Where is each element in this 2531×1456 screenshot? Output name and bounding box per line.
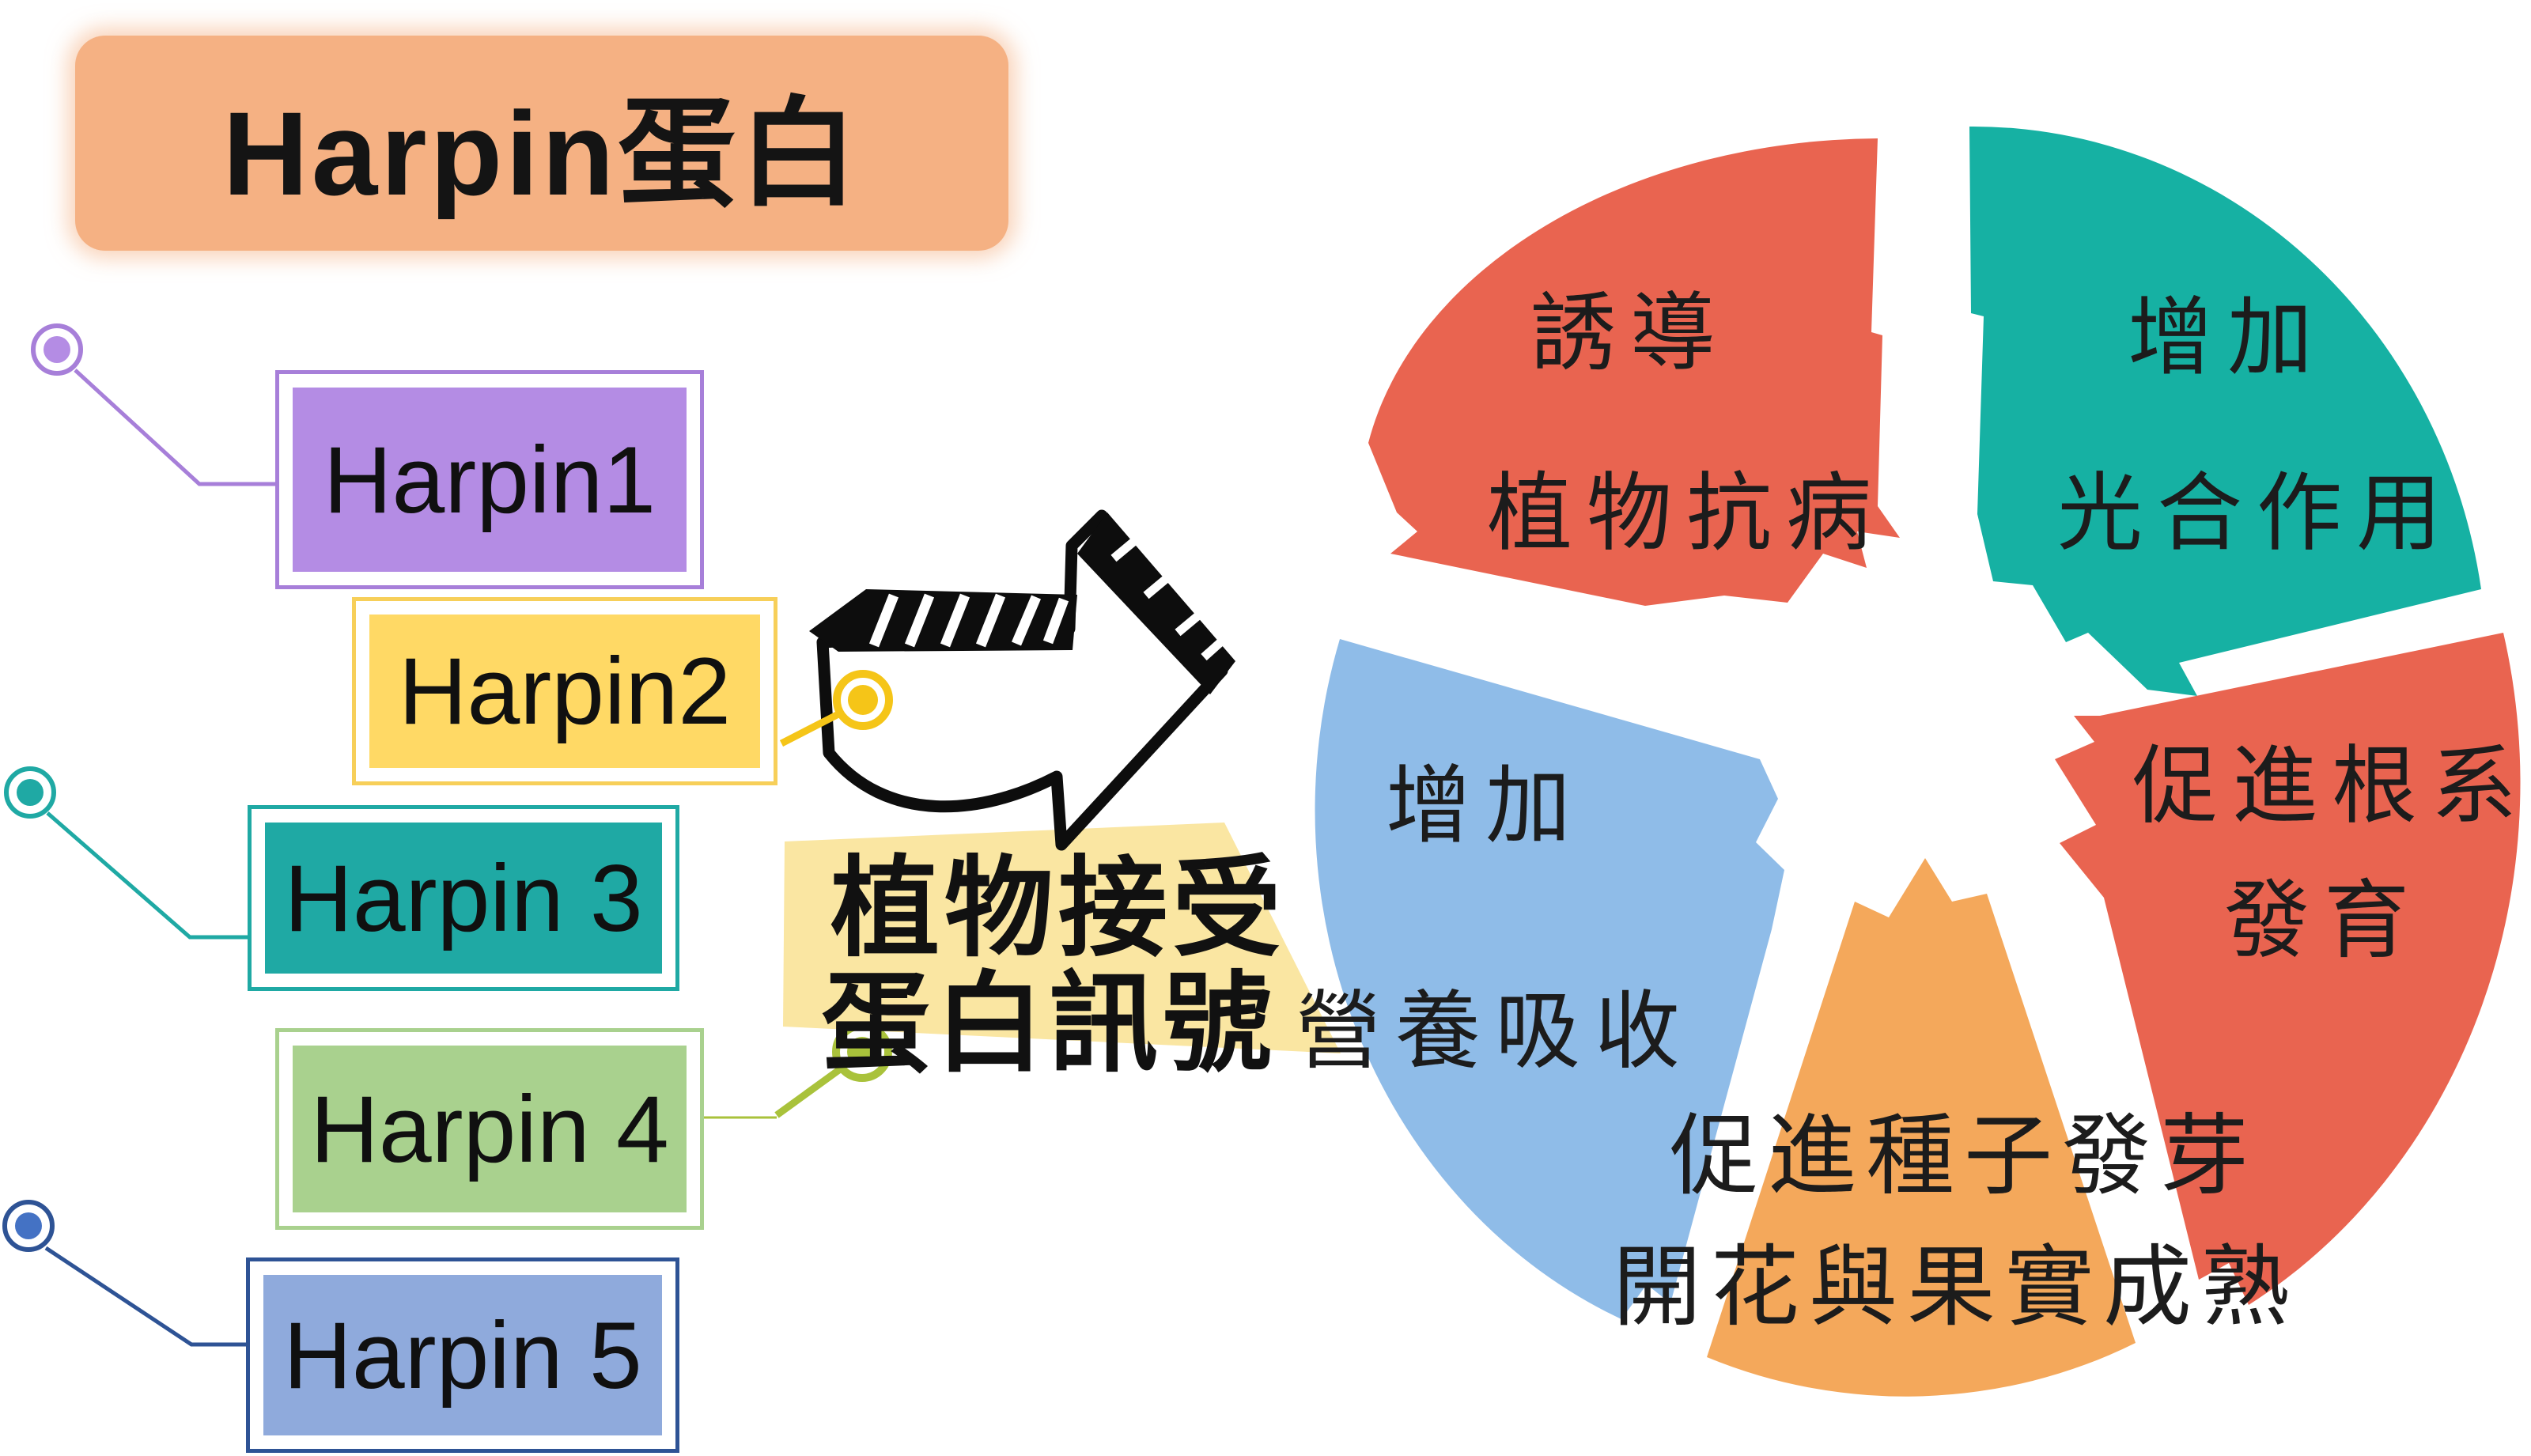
pie-chart: [1315, 126, 2521, 1397]
pie-segment-disease-resistance: [1368, 138, 1900, 606]
note-highlight: [783, 823, 1341, 1053]
note-line2: 蛋白訊號: [820, 963, 1277, 1085]
segment-label-nutrient-1: 增加: [1385, 758, 1586, 853]
harpin3-box: Harpin 3: [248, 805, 679, 991]
harpin2-fill: [369, 615, 760, 768]
pie-segment-root-development: [2055, 633, 2521, 1305]
harpin4-box: Harpin 4: [275, 1028, 704, 1230]
note-line1: 植物接受: [830, 848, 1287, 970]
pie-segment-germination-ripening: [1707, 858, 2136, 1397]
connector-harpin3: [46, 811, 248, 940]
marker-ring-harpin3: [4, 766, 56, 819]
marker-ring-harpin1: [31, 323, 83, 376]
arrow-icon: [809, 509, 1237, 851]
harpin5-label: Harpin 5: [283, 1302, 642, 1409]
connector-harpin1: [74, 369, 275, 486]
pie-segment-nutrient-absorption: [1315, 639, 1784, 1319]
segment-label-root-1: 促進根系: [2132, 738, 2531, 834]
segment-label-seed-2: 開花與果實成熟: [1613, 1238, 2299, 1337]
segment-label-photo-2: 光合作用: [2056, 465, 2457, 561]
marker-dot-harpin5: [15, 1212, 42, 1239]
harpin3-label: Harpin 3: [284, 845, 643, 951]
harpin1-label: Harpin1: [323, 426, 656, 533]
segment-label-nutrient-2: 營養吸收: [1295, 983, 1695, 1079]
harpin5-box: Harpin 5: [246, 1257, 679, 1453]
marker-dot-harpin4: [847, 1037, 877, 1067]
segment-label-seed-1: 促進種子發芽: [1670, 1106, 2258, 1205]
connector-harpin2: [779, 710, 841, 747]
title-banner: Harpin蛋白: [75, 36, 1008, 251]
segment-label-root-2: 發育: [2223, 872, 2424, 968]
connector-harpin5: [44, 1246, 246, 1347]
harpin3-fill: [265, 823, 662, 974]
harpin5-fill: [263, 1275, 662, 1435]
segment-label-disease-1: 誘導: [1530, 285, 1731, 380]
harpin2-label: Harpin2: [398, 638, 732, 744]
harpin4-label: Harpin 4: [310, 1076, 669, 1182]
harpin1-box: Harpin1: [275, 370, 704, 589]
marker-dot-harpin1: [44, 336, 70, 363]
segment-label-photo-1: 增加: [2127, 289, 2328, 385]
page-title: Harpin蛋白: [222, 86, 861, 220]
harpin1-fill: [293, 388, 687, 572]
marker-dot-harpin3: [17, 779, 44, 806]
callout-connectors: [44, 369, 842, 1347]
callout-markers: [2, 323, 893, 1252]
marker-dot-harpin2: [848, 685, 878, 715]
segment-label-disease-2: 植物抗病: [1486, 465, 1886, 561]
harpin2-box: Harpin2: [352, 597, 777, 785]
connector-harpin4-b: [774, 1066, 842, 1118]
marker-ring-harpin5: [2, 1200, 55, 1252]
pie-segment-photosynthesis: [1969, 126, 2481, 696]
harpin4-fill: [293, 1046, 687, 1212]
